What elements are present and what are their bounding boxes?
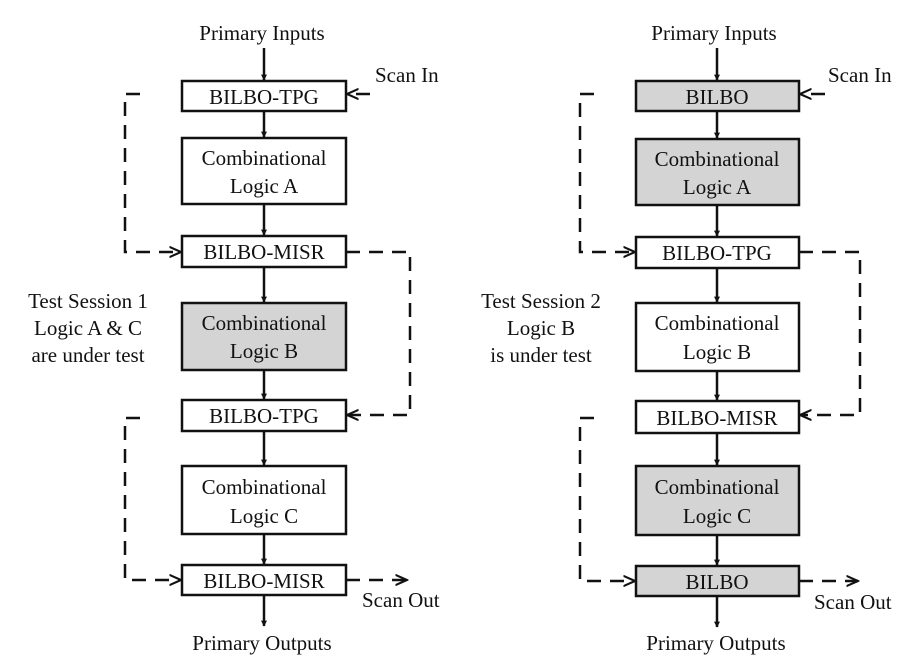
- left-session-title: Test Session 1: [28, 289, 148, 313]
- svg-text:BILBO: BILBO: [686, 85, 749, 109]
- left-primary-outputs-label: Primary Outputs: [192, 631, 331, 655]
- right-logic-a: Combinational Logic A: [634, 137, 801, 207]
- left-bilbo-misr-mid: BILBO-MISR: [180, 234, 348, 269]
- right-bilbo-misr-mid: BILBO-MISR: [634, 399, 801, 435]
- svg-text:BILBO-TPG: BILBO-TPG: [209, 404, 319, 428]
- left-scan-in-label: Scan In: [375, 63, 439, 87]
- box-rect: [634, 137, 801, 207]
- right-scan-in-label: Scan In: [828, 63, 892, 87]
- svg-text:Logic A: Logic A: [230, 174, 299, 198]
- box-rect: [180, 136, 348, 206]
- left-bilbo-misr-bottom: BILBO-MISR: [180, 563, 348, 597]
- box-rect: [180, 301, 348, 372]
- svg-text:Combinational: Combinational: [202, 146, 327, 170]
- left-bilbo-tpg-top: BILBO-TPG: [180, 79, 348, 113]
- svg-text:Logic C: Logic C: [683, 504, 751, 528]
- svg-text:Logic A: Logic A: [683, 175, 752, 199]
- left-scan-paths: [123, 94, 412, 580]
- svg-text:Combinational: Combinational: [655, 475, 780, 499]
- box-rect: [180, 464, 348, 536]
- svg-text:Logic B: Logic B: [683, 340, 751, 364]
- svg-text:BILBO-MISR: BILBO-MISR: [203, 240, 324, 264]
- svg-text:Combinational: Combinational: [655, 147, 780, 171]
- svg-text:Combinational: Combinational: [202, 475, 327, 499]
- svg-text:Logic B: Logic B: [230, 339, 298, 363]
- left-logic-b: Combinational Logic B: [180, 301, 348, 372]
- right-session-title: Test Session 2: [481, 289, 601, 313]
- session-2-panel: Primary Inputs Scan In Scan Out Primary …: [481, 21, 892, 655]
- left-logic-c: Combinational Logic C: [180, 464, 348, 536]
- svg-text:Logic C: Logic C: [230, 504, 298, 528]
- left-scan-out-label: Scan Out: [362, 588, 440, 612]
- left-primary-inputs-label: Primary Inputs: [199, 21, 324, 45]
- left-logic-a: Combinational Logic A: [180, 136, 348, 206]
- right-scan-out-label: Scan Out: [814, 590, 892, 614]
- svg-text:Combinational: Combinational: [202, 311, 327, 335]
- right-bilbo-tpg-mid: BILBO-TPG: [634, 235, 801, 270]
- right-primary-outputs-label: Primary Outputs: [646, 631, 785, 655]
- left-bilbo-tpg-mid: BILBO-TPG: [180, 398, 348, 433]
- svg-text:Combinational: Combinational: [655, 311, 780, 335]
- svg-text:BILBO-MISR: BILBO-MISR: [203, 569, 324, 593]
- left-session-status: are under test: [31, 343, 144, 367]
- svg-text:BILBO-TPG: BILBO-TPG: [209, 85, 319, 109]
- right-session-logic: Logic B: [507, 316, 575, 340]
- right-bilbo-top: BILBO: [634, 79, 801, 113]
- left-session-logic: Logic A & C: [34, 316, 142, 340]
- right-logic-b: Combinational Logic B: [634, 301, 801, 373]
- box-rect: [634, 235, 801, 270]
- svg-text:BILBO-TPG: BILBO-TPG: [662, 241, 772, 265]
- right-logic-c: Combinational Logic C: [634, 464, 801, 537]
- svg-text:BILBO-MISR: BILBO-MISR: [656, 406, 777, 430]
- svg-text:BILBO: BILBO: [686, 570, 749, 594]
- session-1-panel: Primary Inputs Scan In Scan Out Primary …: [28, 21, 440, 655]
- right-session-status: is under test: [490, 343, 592, 367]
- right-scan-paths: [578, 94, 862, 581]
- right-bilbo-bottom: BILBO: [634, 564, 801, 598]
- right-primary-inputs-label: Primary Inputs: [651, 21, 776, 45]
